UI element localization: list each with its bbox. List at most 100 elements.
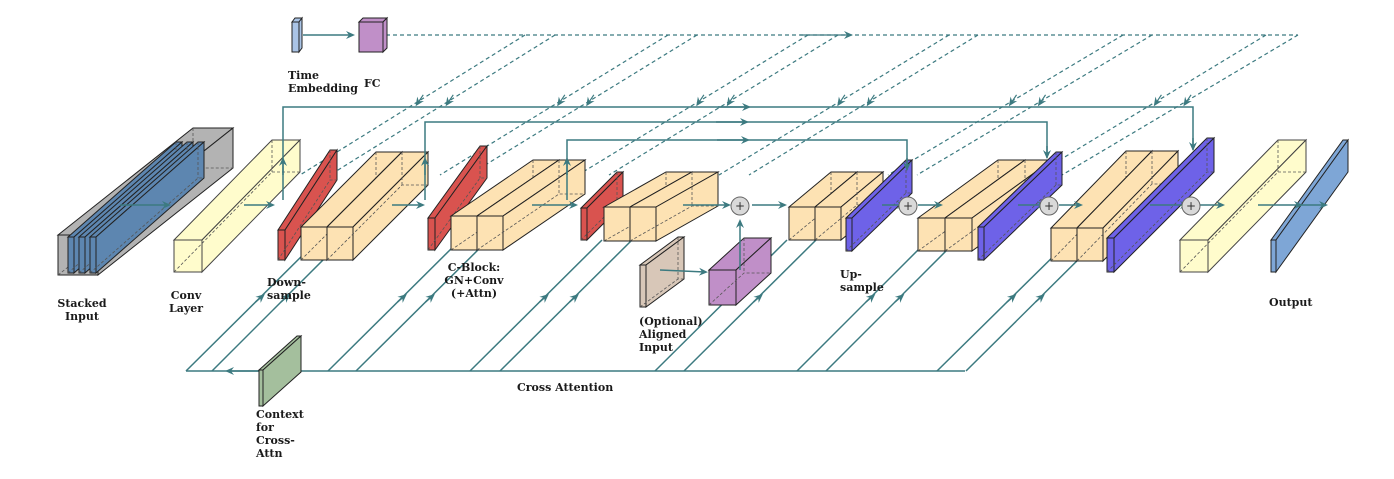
stacked-input-slice-front (67, 236, 75, 274)
label-upsample: Up-sample (840, 268, 884, 294)
fc-block-top (357, 17, 389, 23)
time-dashed-branch (718, 34, 950, 176)
decoder-block-1a-front (1050, 227, 1078, 262)
addition-node-3: + (1039, 196, 1059, 216)
time-branch-arrow (1037, 94, 1047, 107)
addition-symbol: + (735, 199, 745, 213)
fc-block (357, 16, 389, 54)
time-dashed-branch (577, 34, 809, 176)
cross-attn-branch-arrow (425, 293, 435, 303)
cblock-1b (325, 150, 430, 262)
cross-attn-branch (185, 239, 319, 372)
time-dashed-branch (468, 34, 698, 176)
cross-attn-branch-arrow (569, 293, 579, 303)
time-branch-arrow (696, 94, 705, 107)
stacked-input-slice-front (78, 236, 86, 274)
cross-attn-branch (825, 239, 958, 372)
time-dashed-branch (1034, 34, 1267, 176)
output-block-front (1270, 239, 1277, 273)
context-block (257, 334, 303, 408)
cblock-2b-hidden-edges (476, 193, 585, 251)
time-dashed-branch (1061, 34, 1299, 176)
label-cross-attention: Cross Attention (517, 381, 614, 394)
time-embedding-block-front (291, 21, 300, 53)
addition-circle (1181, 196, 1201, 216)
time-dashed-branch (748, 34, 979, 176)
addition-symbol: + (903, 199, 913, 213)
aligned-to-merge-arrow (659, 267, 708, 276)
upsample-block-1-front (845, 217, 853, 252)
cblock-2b-front (476, 215, 504, 251)
cross-attn-branch-arrow (865, 293, 876, 303)
upsample-block-2-front (977, 226, 985, 261)
cross-attn-branch (469, 239, 603, 372)
time-branch-arrow (837, 94, 846, 107)
label-downsample: Down-sample (267, 276, 311, 302)
stacked-input-slice (88, 140, 206, 275)
addition-nodes: + + + + (730, 196, 1201, 216)
cross-attn-branch (499, 239, 633, 372)
cross-attn-branch (355, 239, 489, 372)
time-branch-arrow (1153, 94, 1163, 107)
cross-attn-branch-arrow (397, 293, 407, 303)
aligned-merge-block-hidden-edges (708, 272, 771, 306)
time-dashed-branch (916, 34, 1153, 176)
network-blocks (56, 16, 1349, 408)
cross-attn-branch (965, 239, 1099, 372)
downsample-block-1-front (277, 229, 286, 261)
fc-block-front (358, 21, 384, 53)
cblock-3b (628, 171, 720, 242)
aligned-merge-block-front (708, 269, 737, 306)
time-dashed-branch (329, 34, 556, 176)
addition-symbol: + (1044, 199, 1054, 213)
decoder-block-2a-front (917, 217, 946, 252)
cblock-3b-front (629, 206, 657, 242)
context-block-front (258, 369, 264, 407)
time-branch-arrow (586, 94, 595, 107)
cross-attn-branch (796, 239, 929, 372)
fc-block-side (382, 16, 388, 54)
cblock-1a-front (300, 226, 328, 261)
addition-symbol: + (1186, 199, 1196, 213)
time-branch-arrow (1183, 94, 1192, 107)
context-block-side (262, 334, 302, 408)
addition-circle (1039, 196, 1059, 216)
time-branch-arrow (445, 94, 454, 107)
downsample-block-2-front (427, 217, 436, 251)
final-conv-block (1178, 138, 1308, 274)
aligned-input-block (638, 236, 686, 308)
downsample-block-1-hidden-edges (277, 179, 337, 261)
conv-layer-block (172, 138, 302, 274)
downsample-block-2 (427, 144, 488, 252)
label-cblock: C-Block:GN+Conv(+Attn) (444, 261, 504, 300)
upsample-block-2-hidden-edges (977, 184, 1062, 261)
upsample-block-2 (976, 150, 1064, 262)
addition-node-2: + (898, 196, 918, 216)
addition-node-4: + (1181, 196, 1201, 216)
decoder-block-3b-front (814, 206, 842, 241)
time-dashed-branch (439, 34, 669, 176)
downsample-block-3-front (580, 207, 588, 241)
decoder-block-1b-front (1076, 227, 1104, 262)
cross-attn-branch-arrow (1035, 293, 1045, 303)
downsample-block-1 (277, 148, 338, 262)
cross-attn-branch-arrow (1006, 293, 1017, 303)
label-output: Output (1269, 296, 1313, 309)
cblock-3b-hidden-edges (629, 205, 718, 242)
time-dashed-branch (608, 34, 839, 176)
cross-attn-branch (936, 239, 1071, 372)
cross-attn-branch-arrow (539, 293, 549, 303)
upsample-block-1-hidden-edges (845, 192, 912, 252)
cblock-1b-front (326, 226, 354, 261)
cblock-2a-front (450, 215, 478, 251)
aligned-input-block-front (639, 264, 647, 308)
decoder-block-2b-front (944, 217, 973, 252)
upsample-block-3-hidden-edges (1106, 171, 1214, 273)
stacked-input-slice-front (89, 236, 97, 274)
